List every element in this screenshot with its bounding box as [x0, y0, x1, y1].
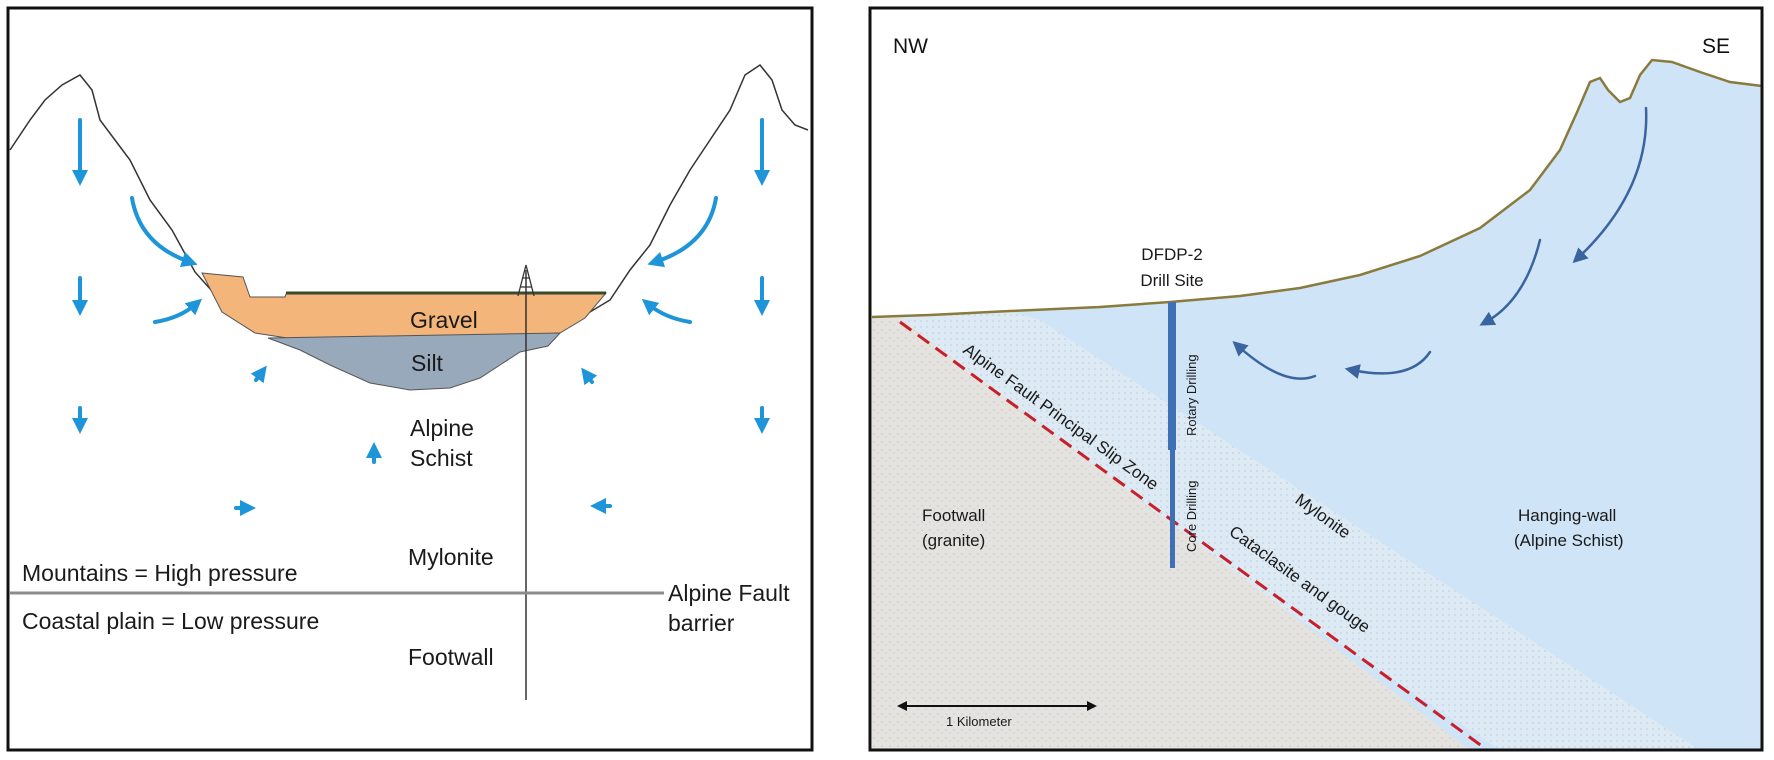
arrow-up-icon	[581, 367, 598, 386]
footwall-label: Footwall	[408, 644, 494, 670]
flow-arrows-right	[581, 118, 770, 514]
flow-arrows-hanging-wall	[1232, 106, 1648, 380]
curved-arrow-icon	[1232, 341, 1317, 380]
right-panel-frame	[868, 6, 1764, 752]
ground-surface-line	[871, 58, 1762, 319]
arrow-curve-icon	[641, 298, 692, 324]
rotary-drilling-borehole	[1168, 302, 1176, 450]
curved-arrow-icon	[1572, 106, 1648, 264]
barrier-label-2: barrier	[668, 610, 735, 636]
drill-site-label-1: DFDP-2	[1141, 245, 1202, 264]
footwall-label-2: (granite)	[922, 531, 985, 550]
rotary-drilling-label: Rotary Drilling	[1184, 354, 1199, 436]
arrow-curve-icon	[153, 298, 203, 324]
barrier-label-1: Alpine Fault	[668, 580, 790, 606]
mylonite-band	[872, 311, 1700, 750]
arrow-up-icon	[250, 365, 267, 384]
nw-direction-label: NW	[893, 35, 928, 58]
footwall-label-1: Footwall	[922, 506, 985, 525]
drill-rig-icon	[517, 264, 535, 297]
hanging-wall-label-2: (Alpine Schist)	[1514, 531, 1624, 550]
curved-arrow-icon	[1479, 238, 1542, 326]
coastal-pressure-label: Coastal plain = Low pressure	[22, 608, 319, 634]
arrow-curve-icon	[130, 196, 198, 267]
gravel-label: Gravel	[410, 307, 478, 333]
alpine-schist-label-1: Alpine	[410, 415, 474, 441]
core-drilling-label: Core Drilling	[1184, 480, 1199, 552]
drill-site-label-2: Drill Site	[1140, 271, 1203, 290]
flow-arrows-left	[72, 118, 382, 516]
silt-label: Silt	[411, 350, 444, 376]
curved-arrow-icon	[1344, 350, 1432, 379]
se-direction-label: SE	[1702, 35, 1730, 58]
principal-slip-zone-line	[899, 320, 1490, 750]
arrow-curve-icon	[647, 196, 718, 268]
scale-label: 1 Kilometer	[946, 714, 1012, 729]
silt-layer	[267, 332, 562, 391]
left-panel: Gravel Silt Alpine Schist Mylonite Mount…	[6, 6, 814, 752]
hanging-wall-label-1: Hanging-wall	[1518, 506, 1616, 525]
alpine-schist-label-2: Schist	[410, 445, 473, 471]
right-panel: NW SE DFDP-2 Drill Site Rotary Drilling …	[868, 6, 1764, 752]
core-drilling-borehole	[1170, 450, 1175, 568]
mountains-pressure-label: Mountains = High pressure	[22, 560, 298, 586]
mylonite-label: Mylonite	[408, 544, 494, 570]
